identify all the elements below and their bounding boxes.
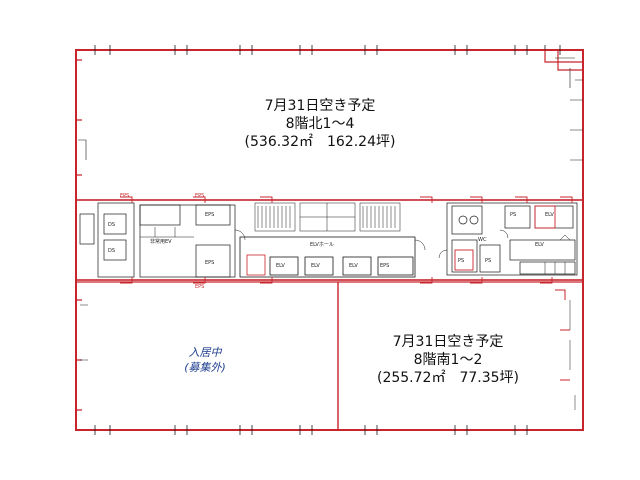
unit-west-status: 入居中 [188,346,222,359]
stair-1 [254,202,296,232]
ps-label: PS [510,212,517,218]
ds-label: DS [108,248,116,254]
eps-label: EPS [205,260,215,266]
bottom-edge-notches [94,425,528,435]
ps-label: PS [485,258,492,264]
unit-south-label: 7月31日空き予定 8階南1～2 (255.72㎡ 77.35坪) [338,333,558,387]
unit-north-label: 7月31日空き予定 8階北1～4 (536.32㎡ 162.24坪) [210,97,430,151]
eps-label: EPS [205,212,215,218]
room-label: 非常用EV [150,239,172,245]
core-left-block [79,202,236,278]
elv-hall-label: ELVホール [310,242,334,248]
core-red-markers [120,196,573,284]
unit-north-name: 8階北1～4 [285,116,355,132]
door-swings [234,229,509,259]
eps-label: EPS [195,284,205,290]
unit-north-availability: 7月31日空き予定 [264,98,376,114]
eps-label: EPS [120,193,130,199]
elv-label: ELV [545,212,554,218]
elv-label: ELV [311,263,320,269]
elv-label: ELV [535,242,544,248]
eps-label: EPS [195,193,205,199]
elv-label: ELV [276,263,285,269]
room-label: WC [478,237,487,243]
unit-west-note: (募集外) [184,361,226,374]
stair-2 [359,202,401,232]
unit-west-label: 入居中 (募集外) [150,345,260,375]
left-edge-bumps [76,59,82,411]
unit-south-name: 8階南1～2 [413,352,483,368]
unit-south-availability: 7月31日空き予定 [392,334,504,350]
core-band [75,199,584,281]
unit-north-area: (536.32㎡ 162.24坪) [244,134,396,150]
room-label: EPS [380,263,390,269]
unit-south-area: (255.72㎡ 77.35坪) [377,370,519,386]
ds-label: DS [108,222,116,228]
elv-label: ELV [349,263,358,269]
ps-label: PS [458,258,465,264]
elevator-bank [239,236,416,278]
top-right-step [544,50,583,71]
